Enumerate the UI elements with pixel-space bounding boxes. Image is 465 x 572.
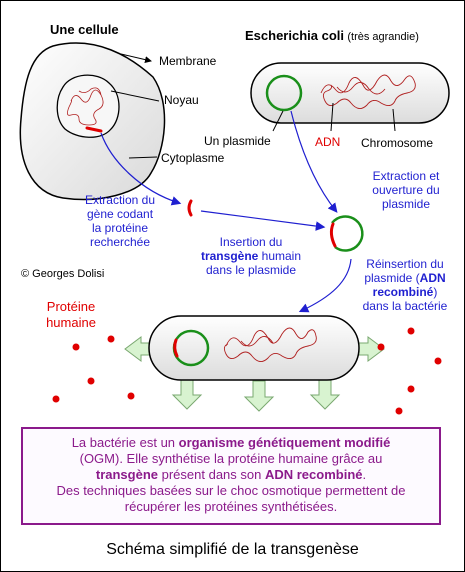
caption-line: La bactérie est un organisme génétiqueme… bbox=[31, 435, 431, 451]
gene-segment bbox=[85, 126, 103, 133]
protein-dots bbox=[52, 327, 442, 415]
copyright: © Georges Dolisi bbox=[21, 268, 105, 280]
protein-dot bbox=[377, 343, 385, 351]
ecoli-plasmid bbox=[265, 74, 303, 112]
caption-bold: transgène bbox=[95, 467, 158, 482]
protein-label: Protéine humaine bbox=[31, 299, 111, 331]
plasmid-gene bbox=[329, 222, 337, 248]
cell-nucleus bbox=[56, 74, 120, 138]
ecoli-title-row: Escherichia coli (très agrandie) bbox=[245, 29, 419, 44]
ecoli-body bbox=[250, 62, 450, 124]
reinsertion-line: Réinsertion du bbox=[366, 257, 444, 271]
extraction-plasmide-line: plasmide bbox=[381, 197, 431, 211]
reinsertion-line-rest: ) bbox=[433, 285, 438, 299]
opened-plasmid bbox=[331, 215, 364, 252]
caption-text: La bactérie est un bbox=[71, 435, 179, 450]
protein-dot bbox=[87, 377, 95, 385]
reinsertion-text: Réinsertion du plasmide (ADN recombiné) … bbox=[346, 257, 464, 313]
cytoplasme-pointer bbox=[128, 156, 158, 159]
recombine-bold: recombiné bbox=[372, 285, 434, 299]
extraction-plasmide-text: Extraction et ouverture du plasmide bbox=[351, 169, 461, 211]
extraction-gene-line: gène codant bbox=[86, 207, 154, 221]
page-title: Schéma simplifié de la transgenèse bbox=[106, 541, 359, 558]
extraction-plasmide-line: ouverture du bbox=[372, 183, 440, 197]
caption-line: récupérer les protéines synthétisées. bbox=[124, 499, 338, 514]
noyau-label: Noyau bbox=[164, 93, 199, 107]
recombinant-bacterium bbox=[148, 315, 360, 381]
reinsertion-line: plasmide (ADN bbox=[346, 271, 464, 285]
reinsertion-line: dans la bactérie bbox=[362, 299, 448, 313]
export-arrow-down-3 bbox=[309, 378, 341, 410]
protein-dot bbox=[407, 327, 415, 335]
noyau-pointer bbox=[110, 90, 160, 102]
extracted-gene bbox=[187, 199, 193, 217]
extraction-gene-text: Extraction du gène codant la protéine re… bbox=[65, 193, 175, 249]
export-arrows bbox=[124, 336, 385, 412]
reinsertion-line-a: plasmide ( bbox=[364, 271, 420, 285]
reinsertion-line: recombiné) bbox=[346, 285, 464, 299]
adn-label: ADN bbox=[315, 135, 341, 149]
arrow-reinsertion bbox=[298, 258, 352, 313]
transgene-bold: transgène bbox=[200, 249, 259, 263]
insertion-line: dans le plasmide bbox=[205, 263, 297, 277]
caption-bold: ADN recombiné bbox=[264, 467, 363, 482]
protein-dot bbox=[107, 335, 115, 343]
plasmide-pointer bbox=[272, 110, 284, 132]
adn-bold: ADN bbox=[419, 271, 446, 285]
ecoli-subtitle: (très agrandie) bbox=[347, 31, 419, 43]
arrow-insertion bbox=[200, 210, 326, 231]
protein-label-line: Protéine bbox=[46, 299, 96, 314]
cell-title: Une cellule bbox=[50, 22, 119, 37]
recombinant-gene bbox=[173, 338, 179, 358]
protein-dot bbox=[407, 385, 415, 393]
protein-dot bbox=[127, 392, 135, 400]
export-arrow-down-2 bbox=[243, 380, 275, 412]
caption-line: transgène présent dans son ADN recombiné… bbox=[31, 467, 431, 483]
insertion-line: Insertion du bbox=[219, 235, 283, 249]
adn-pointer bbox=[330, 102, 334, 132]
extraction-gene-line: la protéine bbox=[91, 221, 149, 235]
insertion-text: Insertion du transgène humain dans le pl… bbox=[186, 235, 316, 277]
membrane-label: Membrane bbox=[159, 54, 217, 68]
cell-chromatin bbox=[67, 87, 104, 126]
arrow-gene-extraction bbox=[100, 132, 182, 206]
extraction-plasmide-line: Extraction et bbox=[372, 169, 440, 183]
insertion-line: transgène humain bbox=[186, 249, 316, 263]
recombinant-chromosome bbox=[223, 327, 317, 362]
caption-box: La bactérie est un organisme génétiqueme… bbox=[21, 427, 441, 525]
arrow-plasmid-extraction bbox=[290, 110, 338, 213]
caption-line: (OGM). Elle synthétise la protéine humai… bbox=[79, 451, 383, 466]
caption-text: présent dans son bbox=[158, 467, 265, 482]
export-arrow-down-1 bbox=[171, 378, 203, 410]
protein-dot bbox=[72, 343, 80, 351]
caption-line: Des techniques basées sur le choc osmoti… bbox=[56, 483, 406, 498]
membrane-pointer bbox=[120, 53, 152, 64]
cytoplasme-label: Cytoplasme bbox=[161, 151, 225, 165]
chromosome-pointer bbox=[392, 108, 396, 132]
insertion-line-rest: humain bbox=[258, 249, 302, 263]
protein-dot bbox=[52, 395, 60, 403]
extraction-gene-line: Extraction du bbox=[84, 193, 156, 207]
chromosome-label: Chromosome bbox=[361, 136, 434, 150]
protein-dot bbox=[395, 407, 403, 415]
extraction-gene-line: recherchée bbox=[89, 235, 151, 249]
ecoli-title: Escherichia coli bbox=[245, 28, 344, 43]
protein-dot bbox=[434, 357, 442, 365]
plasmide-label: Un plasmide bbox=[204, 134, 271, 148]
caption-bold: organisme génétiquement modifié bbox=[178, 435, 391, 450]
caption-text: . bbox=[362, 467, 367, 482]
protein-label-line: humaine bbox=[46, 315, 96, 330]
